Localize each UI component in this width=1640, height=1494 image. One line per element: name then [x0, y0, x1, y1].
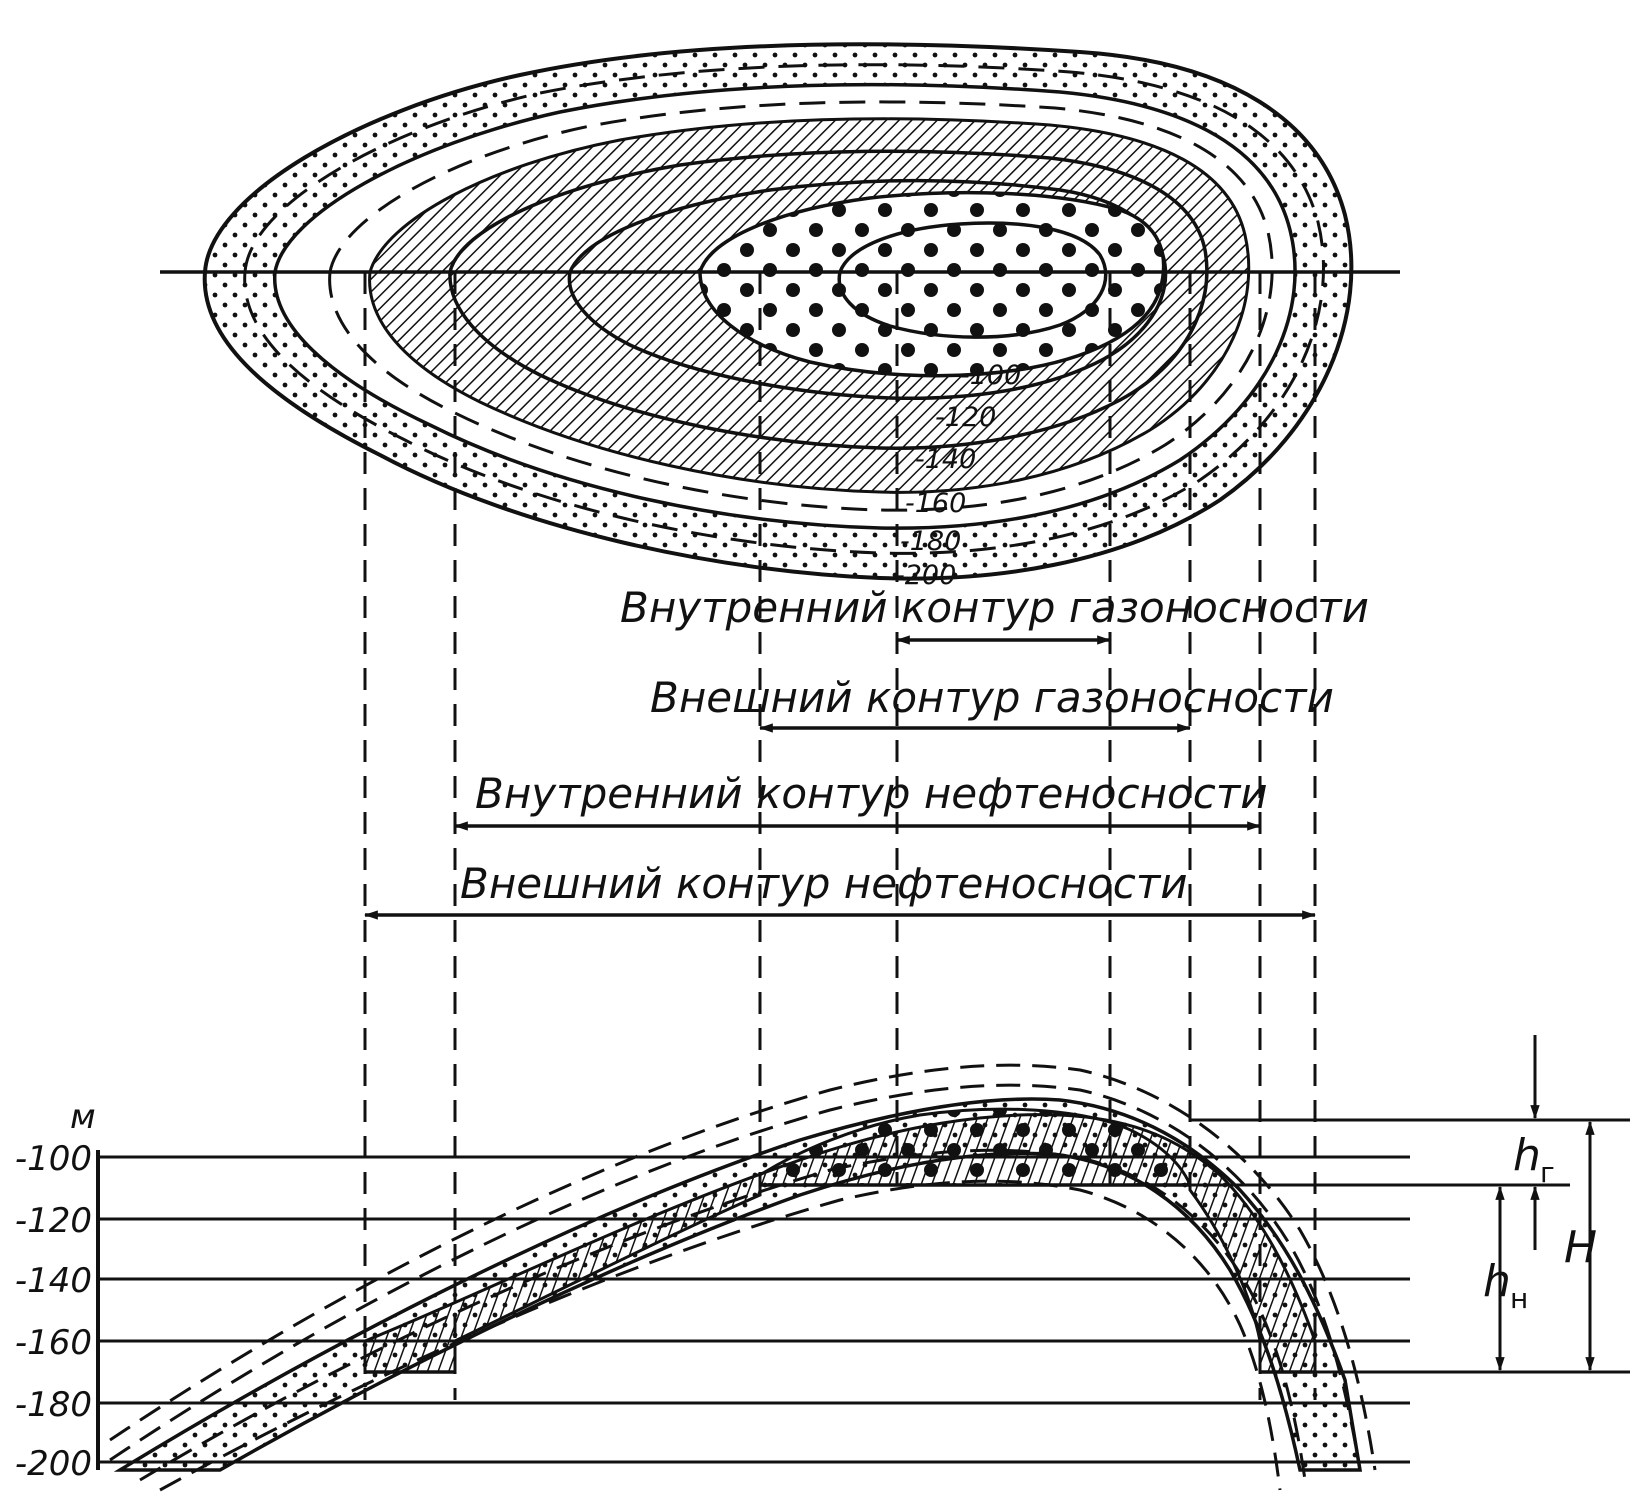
depth-label-200: -200: [15, 1444, 92, 1484]
gas-zone-section: [758, 1107, 1193, 1187]
depth-label-140: -140: [15, 1261, 92, 1301]
outer-oil-contour-label: Внешний контур нефтеносности: [460, 859, 1188, 908]
inner-gas-contour-label: Внутренний контур газоносности: [620, 583, 1369, 632]
contour-labels: -100 -120 -140 -160 -180 -200: [895, 360, 1021, 591]
oil-thickness-symbol: h н: [1483, 1256, 1528, 1315]
gas-thickness-symbol: h г: [1513, 1130, 1555, 1189]
depth-labels: -100 -120 -140 -160 -180 -200: [15, 1139, 92, 1484]
inner-oil-contour-label: Внутренний контур нефтеносности: [475, 769, 1268, 818]
contour-label-160: -160: [905, 488, 966, 519]
contour-label-120: -120: [935, 402, 996, 433]
depth-label-160: -160: [15, 1323, 92, 1363]
contour-label-180: -180: [900, 526, 961, 557]
structure-contours: [243, 63, 1325, 555]
total-thickness-symbol: H: [1564, 1222, 1597, 1273]
depth-label-180: -180: [15, 1385, 92, 1425]
contour-legend: Внутренний контур газоносности Внешний к…: [363, 583, 1369, 920]
contour-label-140: -140: [915, 444, 976, 475]
h-gas-letter: h: [1513, 1130, 1541, 1181]
h-oil-letter: h: [1483, 1256, 1511, 1307]
depth-label-120: -120: [15, 1201, 92, 1241]
h-oil-subscript: н: [1510, 1282, 1528, 1315]
outer-gas-contour-label: Внешний контур газоносности: [650, 673, 1334, 722]
h-gas-subscript: г: [1540, 1156, 1555, 1189]
shale-layers: [109, 1063, 1377, 1492]
structure-map: -100 -120 -140 -160 -180 -200: [160, 42, 1400, 591]
contour-label-200: -200: [895, 560, 956, 591]
depth-unit: м: [70, 1097, 96, 1137]
cross-section: м -100 -120 -140 -160 -180 -200 h г h н …: [15, 1035, 1630, 1492]
gas-zone-inner: [837, 221, 1108, 339]
depth-label-100: -100: [15, 1139, 92, 1179]
inner-contours: [448, 149, 1209, 450]
thickness-indicators: [1190, 1035, 1630, 1374]
contour-label-100: -100: [960, 360, 1021, 391]
